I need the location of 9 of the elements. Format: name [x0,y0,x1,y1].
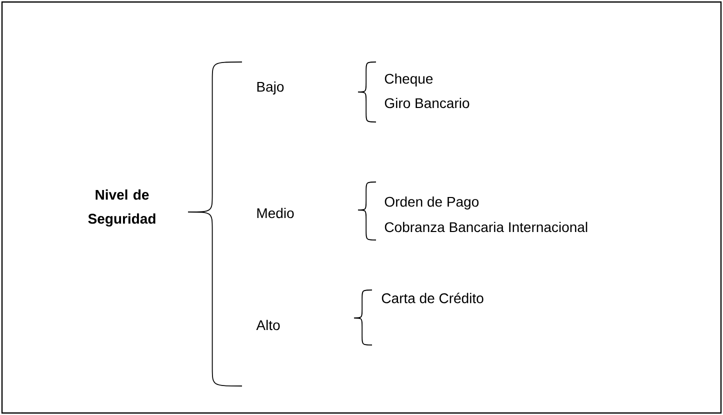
level-label: Medio [257,208,294,218]
level-heading: Nivel de Seguridad [88,189,156,227]
level-label: Bajo [257,81,284,95]
item-label: Giro Bancario [384,98,470,108]
item-label: Orden de Pago [384,196,479,210]
level-label: Alto [256,320,280,330]
item-label: Cobranza Bancaria Internacional [384,222,588,232]
item-label: Cheque [384,73,433,87]
item-label: Carta de Crédito [382,292,484,304]
